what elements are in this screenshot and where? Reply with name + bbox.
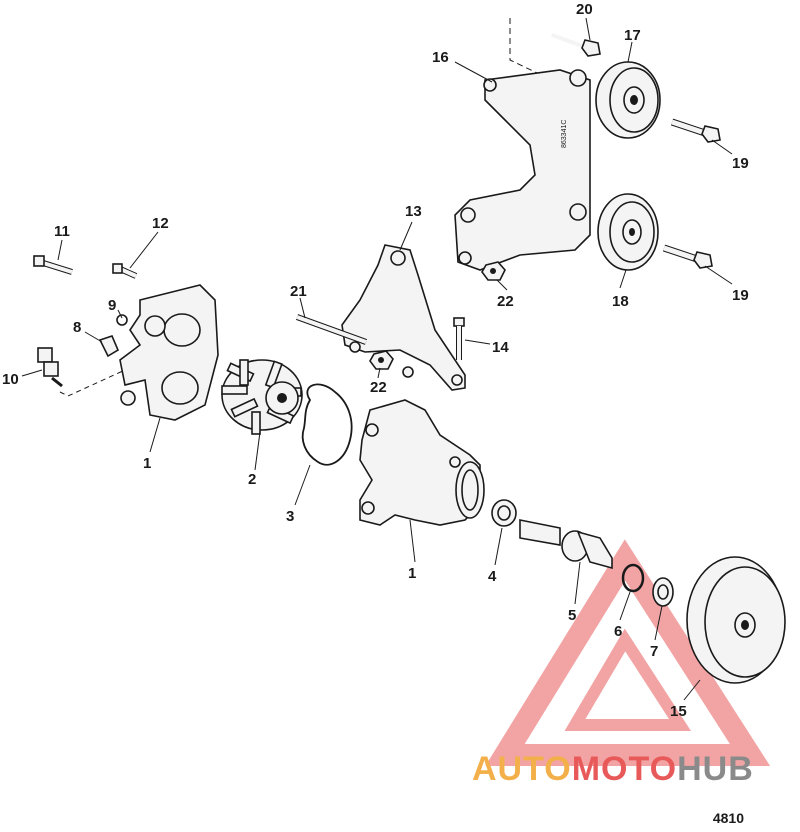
callout-4: 4 bbox=[488, 568, 497, 585]
nut-22-lower bbox=[369, 350, 394, 370]
bolt-20 bbox=[551, 33, 601, 57]
callout-22-upper: 22 bbox=[497, 293, 514, 310]
callout-16: 16 bbox=[432, 49, 449, 66]
seal-7 bbox=[652, 577, 674, 607]
callout-6: 6 bbox=[614, 623, 622, 640]
bolt-19-lower bbox=[662, 244, 713, 269]
callout-12: 12 bbox=[152, 215, 169, 232]
callout-19-upper: 19 bbox=[732, 155, 749, 172]
watermark-logo bbox=[485, 539, 771, 766]
callout-3: 3 bbox=[286, 508, 294, 525]
watermark-part-a: AUTO bbox=[472, 750, 572, 788]
watermark-text: AUTOMOTOHUB bbox=[472, 750, 754, 789]
bracket-13 bbox=[341, 244, 466, 391]
callout-7: 7 bbox=[650, 643, 658, 660]
callout-21: 21 bbox=[290, 283, 307, 300]
watermark-part-b: MOTO bbox=[571, 750, 678, 788]
impeller-2 bbox=[221, 359, 303, 435]
callout-11: 11 bbox=[54, 223, 70, 240]
callout-18: 18 bbox=[612, 293, 629, 310]
callout-2: 2 bbox=[248, 471, 256, 488]
callout-1-housing: 1 bbox=[408, 565, 416, 582]
shaft-5 bbox=[519, 519, 613, 570]
pump-housing-1 bbox=[359, 399, 485, 526]
callout-labels: 1 1 2 3 4 5 6 7 8 9 10 11 12 13 14 15 16… bbox=[2, 1, 749, 720]
pump-cover-1 bbox=[119, 284, 219, 421]
oring-9 bbox=[116, 314, 128, 326]
callout-13: 13 bbox=[405, 203, 422, 220]
pulley-15 bbox=[686, 556, 786, 684]
callout-22-lower: 22 bbox=[370, 379, 387, 396]
bracket-16: 863341C bbox=[454, 69, 591, 271]
bracket-marking: 863341C bbox=[561, 120, 568, 148]
callout-8: 8 bbox=[73, 319, 81, 336]
pulley-18 bbox=[597, 193, 659, 271]
callout-9: 9 bbox=[108, 297, 116, 314]
pulley-17 bbox=[595, 61, 661, 139]
seal-6 bbox=[621, 563, 645, 593]
callout-14: 14 bbox=[492, 339, 509, 356]
callout-10: 10 bbox=[2, 371, 19, 388]
callout-15: 15 bbox=[670, 703, 687, 720]
callout-17: 17 bbox=[624, 27, 641, 44]
nut-22-upper bbox=[481, 261, 506, 281]
callout-20: 20 bbox=[576, 1, 593, 18]
stud-21 bbox=[295, 314, 368, 345]
figure-number: 4810 bbox=[712, 810, 744, 826]
callout-5: 5 bbox=[568, 607, 576, 624]
leader-lines bbox=[21, 17, 733, 701]
bolt-14 bbox=[453, 317, 465, 360]
gasket-3 bbox=[301, 383, 353, 466]
bolt-19-upper bbox=[670, 118, 721, 143]
bearing-4 bbox=[491, 499, 517, 527]
callout-1-cover: 1 bbox=[143, 455, 151, 472]
watermark-part-c: HUB bbox=[677, 750, 754, 788]
bolt-11 bbox=[33, 255, 73, 275]
bolt-12 bbox=[112, 263, 138, 279]
sensor-10 bbox=[37, 347, 63, 388]
callout-19-lower: 19 bbox=[732, 287, 749, 304]
fitting-8 bbox=[98, 335, 120, 358]
